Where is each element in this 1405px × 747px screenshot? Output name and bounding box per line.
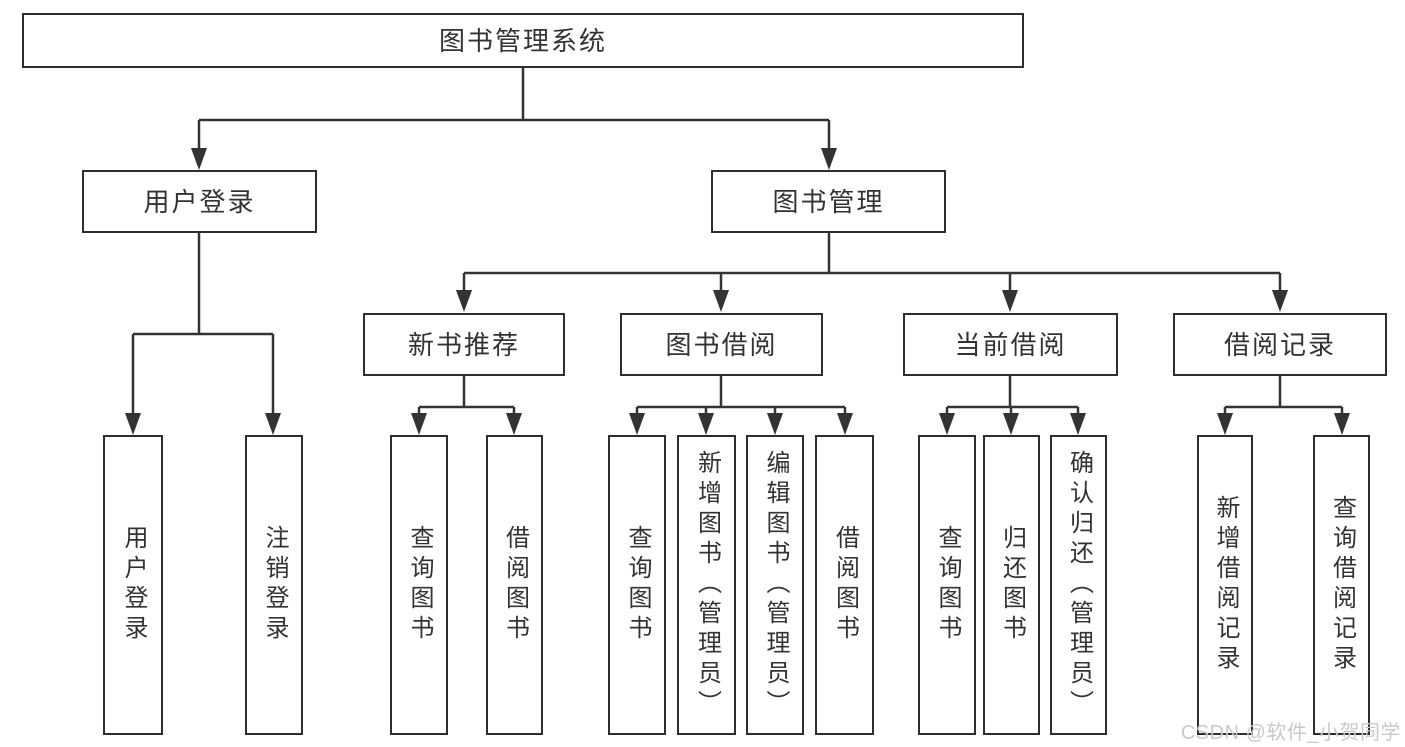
leaf-query-borrow-record: 查询借阅记录 bbox=[1313, 435, 1370, 735]
arrowhead-icon bbox=[125, 413, 141, 435]
leaf-add-borrow-record: 新增借阅记录 bbox=[1197, 435, 1253, 735]
leaf-query-books-borrow: 查询图书 bbox=[608, 435, 666, 735]
arrowhead-icon bbox=[698, 413, 714, 435]
leaf-query-books-recommend: 查询图书 bbox=[390, 435, 448, 735]
arrowhead-icon bbox=[939, 413, 955, 435]
arrowhead-icon bbox=[1070, 413, 1086, 435]
node-book-management: 图书管理 bbox=[711, 170, 946, 233]
node-library-management-system: 图书管理系统 bbox=[22, 13, 1024, 68]
arrowhead-icon bbox=[821, 148, 837, 170]
arrowhead-icon bbox=[1217, 413, 1233, 435]
arrowhead-icon bbox=[411, 413, 427, 435]
arrowhead-icon bbox=[1272, 290, 1288, 312]
arrowhead-icon bbox=[506, 413, 522, 435]
node-user-login: 用户登录 bbox=[82, 170, 317, 233]
node-book-borrowing: 图书借阅 bbox=[620, 313, 823, 376]
leaf-user-login: 用户登录 bbox=[103, 435, 163, 735]
arrowhead-icon bbox=[1002, 290, 1018, 312]
arrowhead-icon bbox=[1334, 413, 1350, 435]
node-new-book-recommendation: 新书推荐 bbox=[363, 313, 565, 376]
arrowhead-icon bbox=[265, 413, 281, 435]
leaf-return-books: 归还图书 bbox=[983, 435, 1040, 735]
leaf-confirm-return-admin: 确认归还（管理员） bbox=[1050, 435, 1107, 735]
arrowhead-icon bbox=[191, 148, 207, 170]
leaf-logout: 注销登录 bbox=[245, 435, 303, 735]
arrowhead-icon bbox=[767, 413, 783, 435]
leaf-query-books-current: 查询图书 bbox=[918, 435, 976, 735]
arrowhead-icon bbox=[1003, 413, 1019, 435]
leaf-borrow-books: 借阅图书 bbox=[815, 435, 874, 735]
node-current-borrowing: 当前借阅 bbox=[903, 313, 1118, 376]
node-borrowing-records: 借阅记录 bbox=[1173, 313, 1387, 376]
leaf-edit-books-admin: 编辑图书（管理员） bbox=[746, 435, 804, 735]
watermark: CSDN @软件_小贺同学 bbox=[1180, 722, 1401, 744]
leaf-add-books-admin: 新增图书（管理员） bbox=[677, 435, 736, 735]
arrowhead-icon bbox=[713, 290, 729, 312]
leaf-borrow-books-recommend: 借阅图书 bbox=[486, 435, 543, 735]
arrowhead-icon bbox=[456, 290, 472, 312]
arrowhead-icon bbox=[629, 413, 645, 435]
arrowhead-icon bbox=[837, 413, 853, 435]
